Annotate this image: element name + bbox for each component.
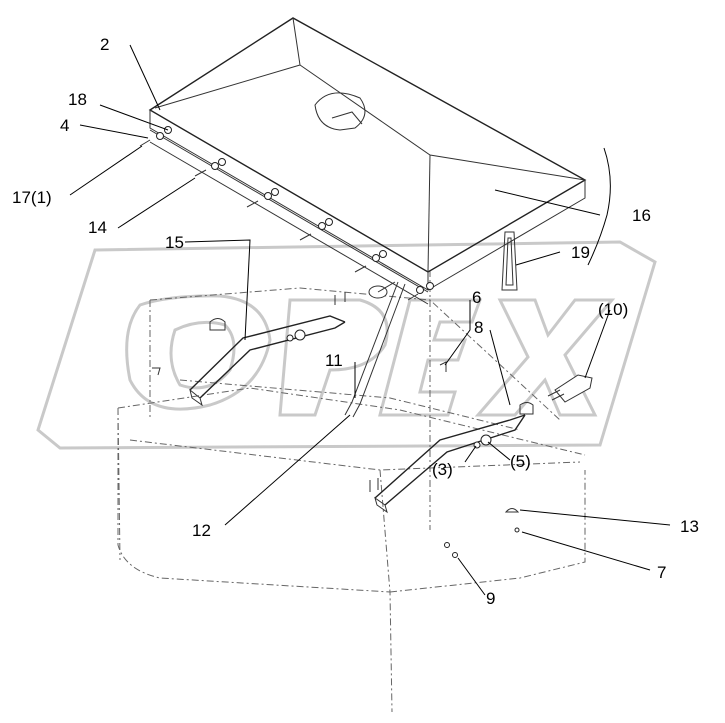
callout-15: 15 <box>165 233 184 252</box>
callout-10: (10) <box>598 300 628 319</box>
callout-11: 11 <box>325 351 343 370</box>
callout-14: 14 <box>88 218 107 237</box>
handle <box>501 231 518 291</box>
callout-7: 7 <box>657 563 666 582</box>
callout-17: 17(1) <box>12 188 52 207</box>
callout-3: (3) <box>432 460 453 479</box>
callout-12: 12 <box>192 521 211 540</box>
callout-18: 18 <box>68 90 87 109</box>
callout-labels: 2 18 4 17(1) 14 15 16 19 6 (10) 8 11 (3)… <box>12 35 699 608</box>
callout-8: 8 <box>474 318 483 337</box>
callout-13: 13 <box>680 517 699 536</box>
rubber-cap <box>547 374 593 403</box>
callout-9: 9 <box>486 589 495 608</box>
support-strut <box>344 281 406 418</box>
top-cover <box>148 17 587 291</box>
callout-16: 16 <box>632 206 651 225</box>
callout-5: (5) <box>510 452 531 471</box>
left-support-arm <box>189 292 346 407</box>
tank-body <box>117 270 586 713</box>
callout-19: 19 <box>571 243 590 262</box>
callout-2: 2 <box>100 35 109 54</box>
leader-lines <box>69 44 671 596</box>
small-fasteners <box>152 361 520 558</box>
callout-6: 6 <box>472 288 481 307</box>
callout-4: 4 <box>60 116 69 135</box>
watermark-logo <box>36 240 657 450</box>
right-support-arm <box>369 402 534 514</box>
hinge-strip <box>139 126 434 305</box>
